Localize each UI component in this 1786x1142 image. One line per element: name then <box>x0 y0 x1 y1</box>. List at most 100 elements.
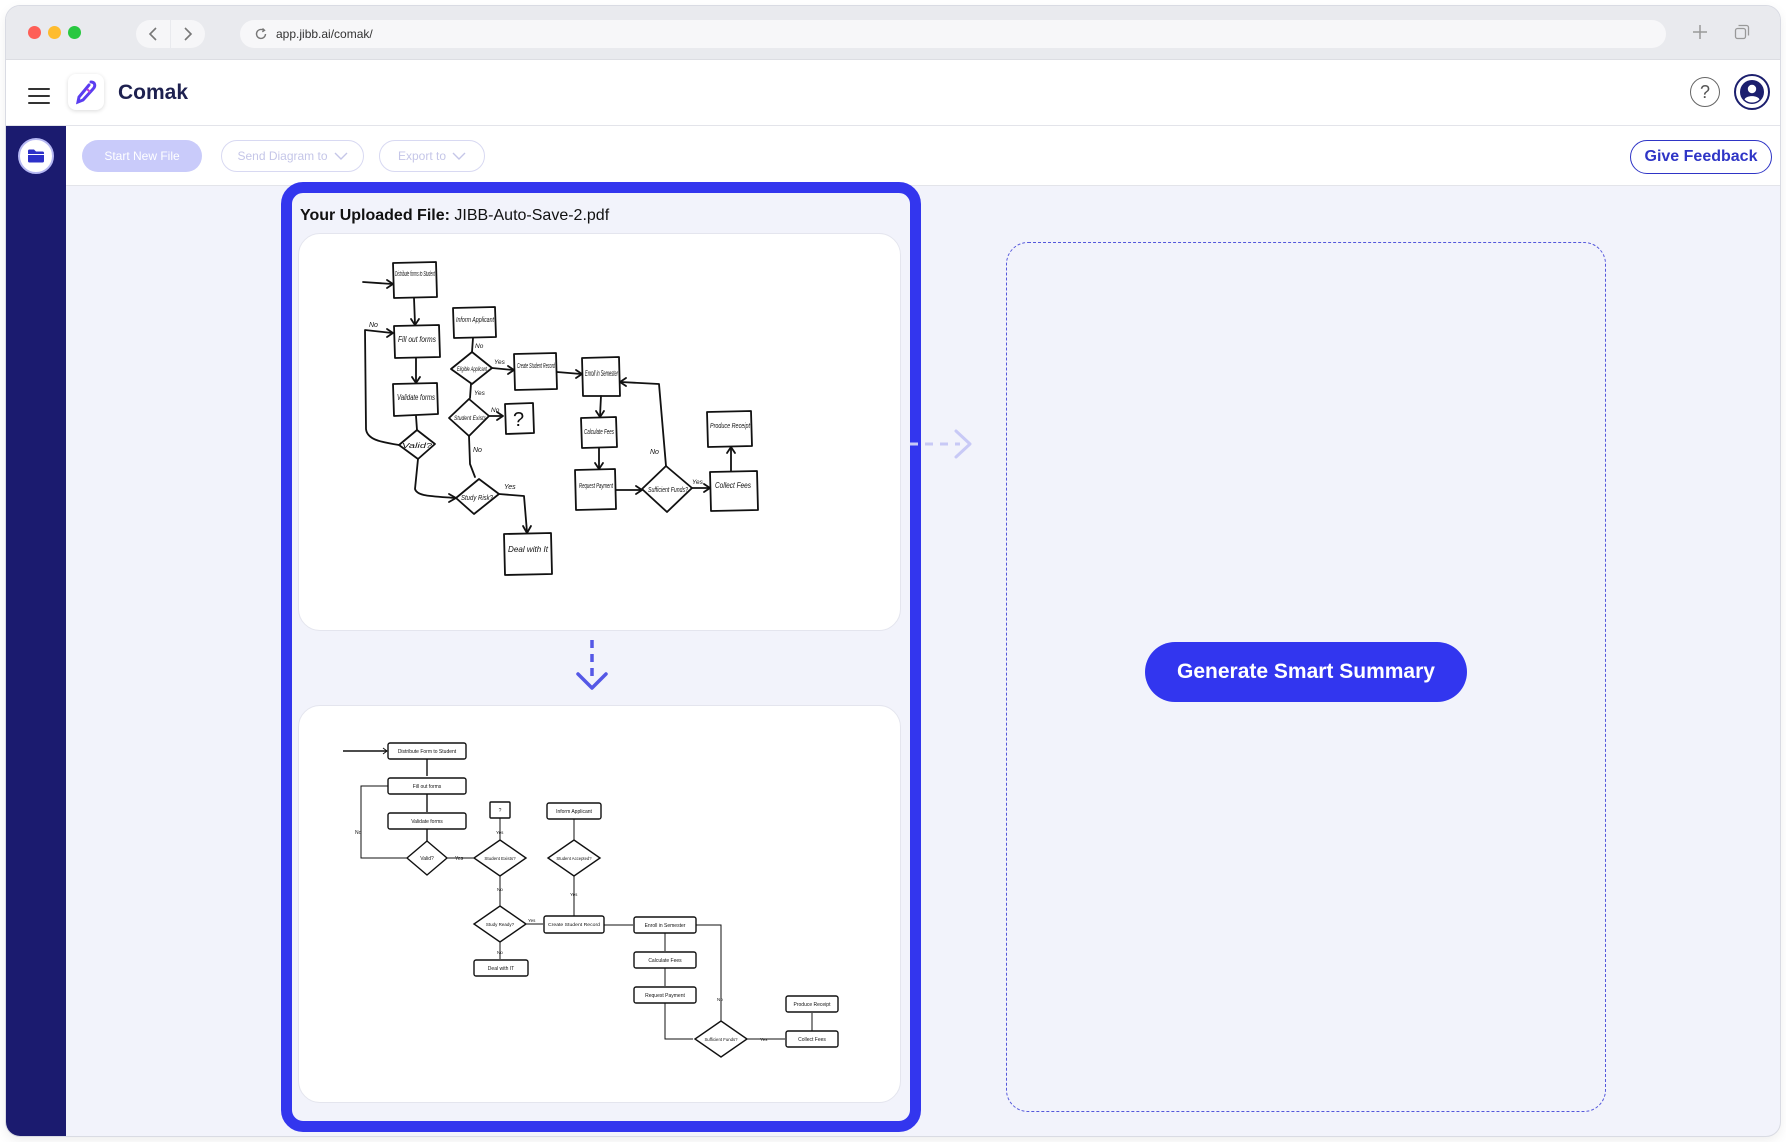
uploaded-file-label: Your Uploaded File: <box>300 207 450 224</box>
comak-logo <box>68 74 104 110</box>
app-header: Comak ? <box>6 60 1780 126</box>
diagram-yes-5: Yes <box>760 1037 768 1042</box>
sketch-node-inform: Inform Applicant <box>456 315 495 324</box>
diagram-node-valid: Valid? <box>420 856 434 862</box>
sketch-node-valid: Valid? <box>402 441 433 450</box>
folder-icon <box>28 149 44 163</box>
digitized-diagram-card: Distribute Form to Student Fill out form… <box>298 705 901 1103</box>
back-button[interactable] <box>136 20 170 48</box>
browser-chrome: app.jibb.ai/comak/ <box>6 6 1780 60</box>
diagram-no-3: No <box>497 950 503 955</box>
digitized-flowchart: Distribute Form to Student Fill out form… <box>343 742 839 1058</box>
diagram-no-2: No <box>497 887 503 892</box>
user-avatar[interactable] <box>1734 74 1770 110</box>
send-diagram-label: Send Diagram to <box>237 149 328 163</box>
diagram-yes-2: Yes <box>496 830 504 835</box>
sketch-image-card: Distribute forms to Student Fill out for… <box>298 233 901 631</box>
chevron-down-icon <box>334 152 348 160</box>
sketch-node-enroll: Enroll in Semester <box>585 369 618 378</box>
tabs-icon <box>1734 24 1750 40</box>
sketch-node-question: ? <box>513 409 524 431</box>
diagram-yes-4: Yes <box>570 892 578 897</box>
forward-button[interactable] <box>171 20 205 48</box>
diagram-yes-3: Yes <box>528 918 536 923</box>
diagram-no-4: No <box>717 997 723 1002</box>
diagram-no-1: No <box>355 830 362 836</box>
uploaded-file-name: JIBB-Auto-Save-2.pdf <box>454 207 610 224</box>
sketch-node-create: Create Student Record <box>517 361 555 370</box>
brand-name: Comak <box>118 81 189 104</box>
diagram-node-fill: Fill out forms <box>413 784 442 790</box>
diagram-node-student-exists: Student Exists? <box>484 856 516 861</box>
sketch-no-3: No <box>491 407 500 414</box>
close-window-button[interactable] <box>28 26 41 39</box>
sketch-node-distribute: Distribute forms to Student <box>395 269 435 278</box>
generate-smart-summary-button[interactable]: Generate Smart Summary <box>1145 642 1467 702</box>
chevron-right-icon <box>184 27 193 41</box>
diagram-node-inform: Inform Applicant <box>556 809 592 815</box>
sketch-no-4: No <box>475 343 484 350</box>
new-tab-button[interactable] <box>1692 20 1708 46</box>
url-text: app.jibb.ai/comak/ <box>276 27 373 41</box>
sketch-no-1: No <box>369 322 378 329</box>
smart-summary-panel: Generate Smart Summary <box>1006 242 1606 1112</box>
sketch-node-collect: Collect Fees <box>715 481 751 490</box>
sketch-node-deal: Deal with It <box>508 544 549 554</box>
diagram-node-deal: Deal with IT <box>488 966 514 972</box>
files-button[interactable] <box>18 138 54 174</box>
sketch-node-sufficient: Sufficient Funds? <box>648 487 688 494</box>
sketch-node-study-risk: Study Risk? <box>461 495 493 502</box>
browser-window: app.jibb.ai/comak/ Comak ? <box>6 6 1780 1136</box>
hand-drawn-flowchart: Distribute forms to Student Fill out for… <box>362 261 759 576</box>
user-icon <box>1740 80 1764 104</box>
uploaded-file-panel: Your Uploaded File: JIBB-Auto-Save-2.pdf… <box>281 182 921 1132</box>
diagram-node-produce: Produce Receipt <box>794 1002 832 1008</box>
diagram-node-enroll: Enroll in Semester <box>645 923 686 929</box>
diagram-node-distribute: Distribute Form to Student <box>398 749 457 755</box>
convert-arrow-down-icon <box>576 640 608 690</box>
pen-logo-icon <box>75 80 97 105</box>
sidebar <box>6 126 66 1136</box>
address-bar[interactable]: app.jibb.ai/comak/ <box>240 20 1666 48</box>
convert-arrow-right-icon <box>910 429 972 459</box>
sketch-node-fill: Fill out forms <box>398 335 436 344</box>
sketch-yes-1: Yes <box>504 484 516 491</box>
sketch-no-2: No <box>473 447 482 454</box>
diagram-node-request: Request Payment <box>645 993 685 999</box>
reload-icon[interactable] <box>254 27 268 41</box>
chevron-down-icon <box>452 152 466 160</box>
export-label: Export to <box>397 149 447 163</box>
maximize-window-button[interactable] <box>68 26 81 39</box>
sketch-no-5: No <box>650 449 659 456</box>
diagram-node-calculate: Calculate Fees <box>648 958 682 964</box>
sketch-node-eligible: Eligible Applicant <box>457 366 488 373</box>
diagram-node-question: ? <box>499 808 502 814</box>
toolbar: Start New File Send Diagram to Export to… <box>66 126 1780 186</box>
sketch-yes-3: Yes <box>494 359 506 366</box>
diagram-yes-1: Yes <box>455 856 464 862</box>
diagram-node-collect: Collect Fees <box>798 1037 826 1043</box>
sketch-node-produce: Produce Receipt <box>710 421 751 430</box>
sketch-yes-4: Yes <box>692 479 704 486</box>
plus-icon <box>1693 25 1707 39</box>
help-symbol: ? <box>1699 81 1710 102</box>
chevron-left-icon <box>148 27 157 41</box>
give-feedback-button[interactable]: Give Feedback <box>1630 140 1772 174</box>
sketch-node-request: Request Payment <box>579 481 614 490</box>
diagram-node-student-accepted: Student Accepted? <box>556 856 592 861</box>
start-new-file-button[interactable]: Start New File <box>82 140 202 172</box>
sketch-node-calculate: Calculate Fees <box>584 427 614 436</box>
sketch-yes-2: Yes <box>474 390 486 397</box>
export-dropdown[interactable]: Export to <box>379 140 485 172</box>
send-diagram-dropdown[interactable]: Send Diagram to <box>221 140 364 172</box>
sketch-node-student-exists: Student Exists <box>454 415 487 422</box>
sketch-node-validate: Validate forms <box>397 393 435 402</box>
help-icon[interactable]: ? <box>1690 77 1720 107</box>
diagram-node-study-ready: Study Ready? <box>486 922 515 927</box>
tab-overview-button[interactable] <box>1734 20 1750 46</box>
uploaded-file-title: Your Uploaded File: JIBB-Auto-Save-2.pdf <box>300 207 609 225</box>
menu-icon[interactable] <box>28 88 50 109</box>
minimize-window-button[interactable] <box>48 26 61 39</box>
diagram-node-sufficient: Sufficient Funds? <box>704 1037 738 1042</box>
diagram-node-validate: Validate forms <box>411 819 443 825</box>
